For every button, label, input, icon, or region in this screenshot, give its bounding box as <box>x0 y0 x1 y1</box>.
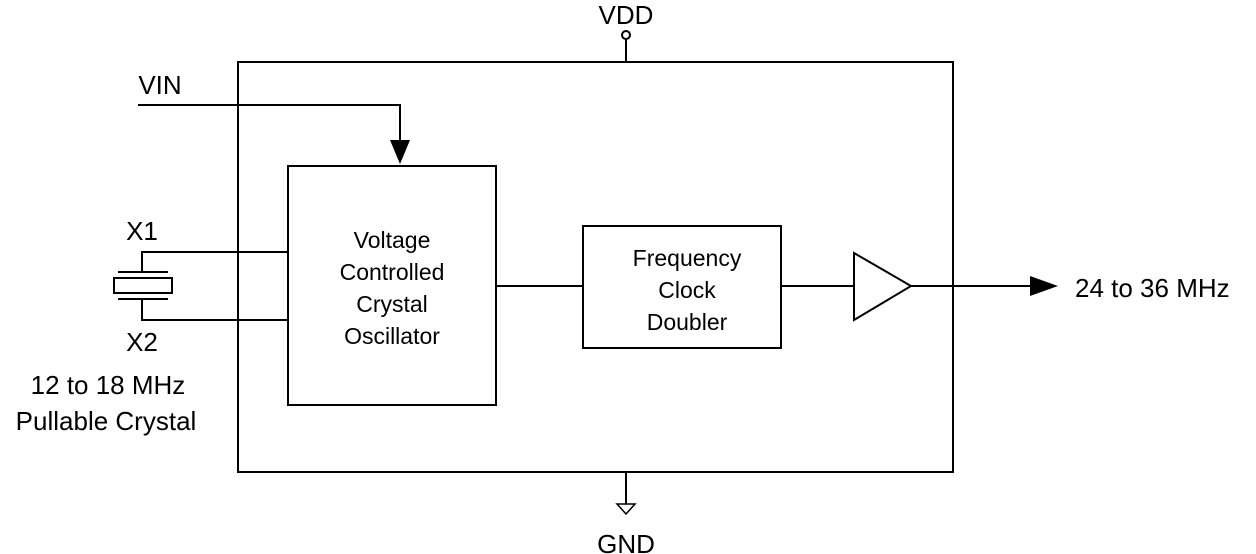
vdd-pin: VDD <box>599 0 654 62</box>
vcxo-line-1: Voltage <box>354 227 431 253</box>
vin-arrow-icon <box>390 140 410 164</box>
doubler-line-1: Frequency <box>633 245 742 271</box>
vcxo-block: Voltage Controlled Crystal Oscillator <box>287 165 497 406</box>
vin-input: VIN <box>138 70 410 164</box>
buffer-triangle-icon <box>853 251 913 322</box>
vin-label: VIN <box>138 70 181 100</box>
gnd-label: GND <box>597 529 655 554</box>
vcxo-line-3: Crystal <box>356 291 428 317</box>
crystal-icon <box>113 277 173 294</box>
ground-symbol-icon <box>615 503 637 516</box>
doubler-line-2: Clock <box>658 277 716 303</box>
vcxo-line-2: Controlled <box>340 259 445 285</box>
vdd-label: VDD <box>599 0 654 30</box>
vcxo-line-4: Oscillator <box>344 323 440 349</box>
crystal: X1 X2 12 to 18 MHz Pullable Crystal <box>16 216 288 436</box>
vdd-terminal-icon <box>621 30 631 40</box>
x1-label: X1 <box>126 216 158 246</box>
output-arrow-icon <box>1030 276 1058 296</box>
chip-outline <box>237 61 954 473</box>
gnd-pin: GND <box>597 472 655 554</box>
crystal-frequency-label: 12 to 18 MHz <box>31 370 186 400</box>
x2-label: X2 <box>126 327 158 357</box>
output-frequency-label: 24 to 36 MHz <box>1075 273 1230 303</box>
output: 24 to 36 MHz <box>911 273 1230 303</box>
crystal-description-label: Pullable Crystal <box>16 406 197 436</box>
doubler-block: Frequency Clock Doubler <box>582 225 782 349</box>
doubler-line-3: Doubler <box>647 309 728 335</box>
